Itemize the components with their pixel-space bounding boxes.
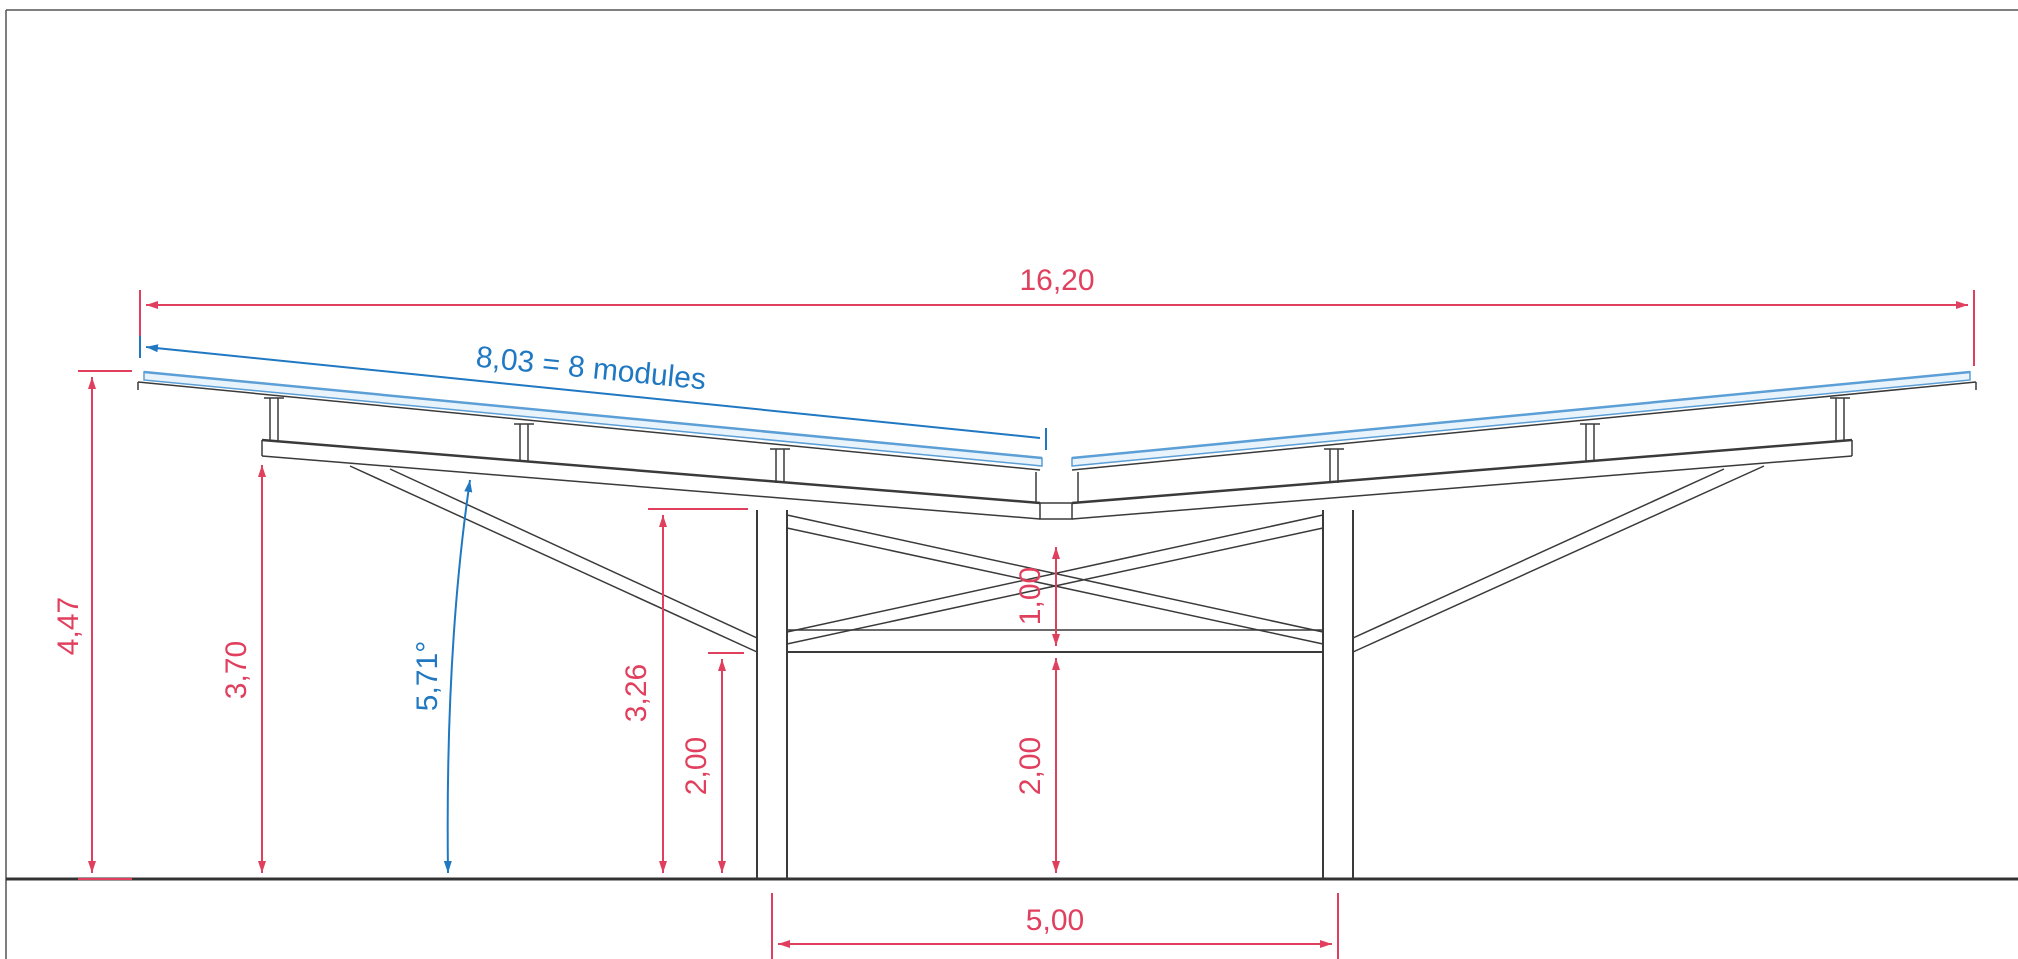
beam-height-label: 3,70 [220, 641, 253, 699]
right-purlin-supports [1077, 397, 1850, 503]
column-spacing-label: 5,00 [1026, 904, 1084, 937]
module-length-label: 8,03 = 8 modules [474, 341, 707, 397]
left-panel-frame [137, 381, 1041, 471]
left-main-beam [261, 438, 1041, 520]
center-clearance-label: 2,00 [1014, 737, 1047, 795]
total-height-label: 4,47 [52, 597, 85, 655]
right-solar-panels [1071, 370, 1971, 467]
left-column [756, 510, 788, 879]
left-purlin-supports [264, 397, 1037, 503]
roof-angle-label: 5,71° [411, 641, 444, 711]
column-height-label: 3,26 [620, 664, 653, 722]
right-strut [1352, 465, 1765, 653]
drawing-frame [5, 9, 2018, 959]
left-solar-panels [143, 370, 1043, 467]
dimension-labels: 16,20 8,03 = 8 modules 4,47 3,70 5,71° 3… [52, 264, 1095, 937]
left-strut [349, 465, 758, 653]
total-width-label: 16,20 [1019, 264, 1094, 297]
dimension-lines [78, 290, 1975, 959]
module-dimension-lines [139, 336, 1047, 874]
left-clearance-label: 2,00 [680, 737, 713, 795]
bracing-height-label: 1,00 [1014, 567, 1047, 625]
right-panel-frame [1071, 381, 1977, 471]
center-connector [1039, 502, 1073, 520]
right-column [1322, 510, 1354, 879]
right-main-beam [1071, 438, 1853, 520]
carport-structure [137, 381, 1977, 879]
